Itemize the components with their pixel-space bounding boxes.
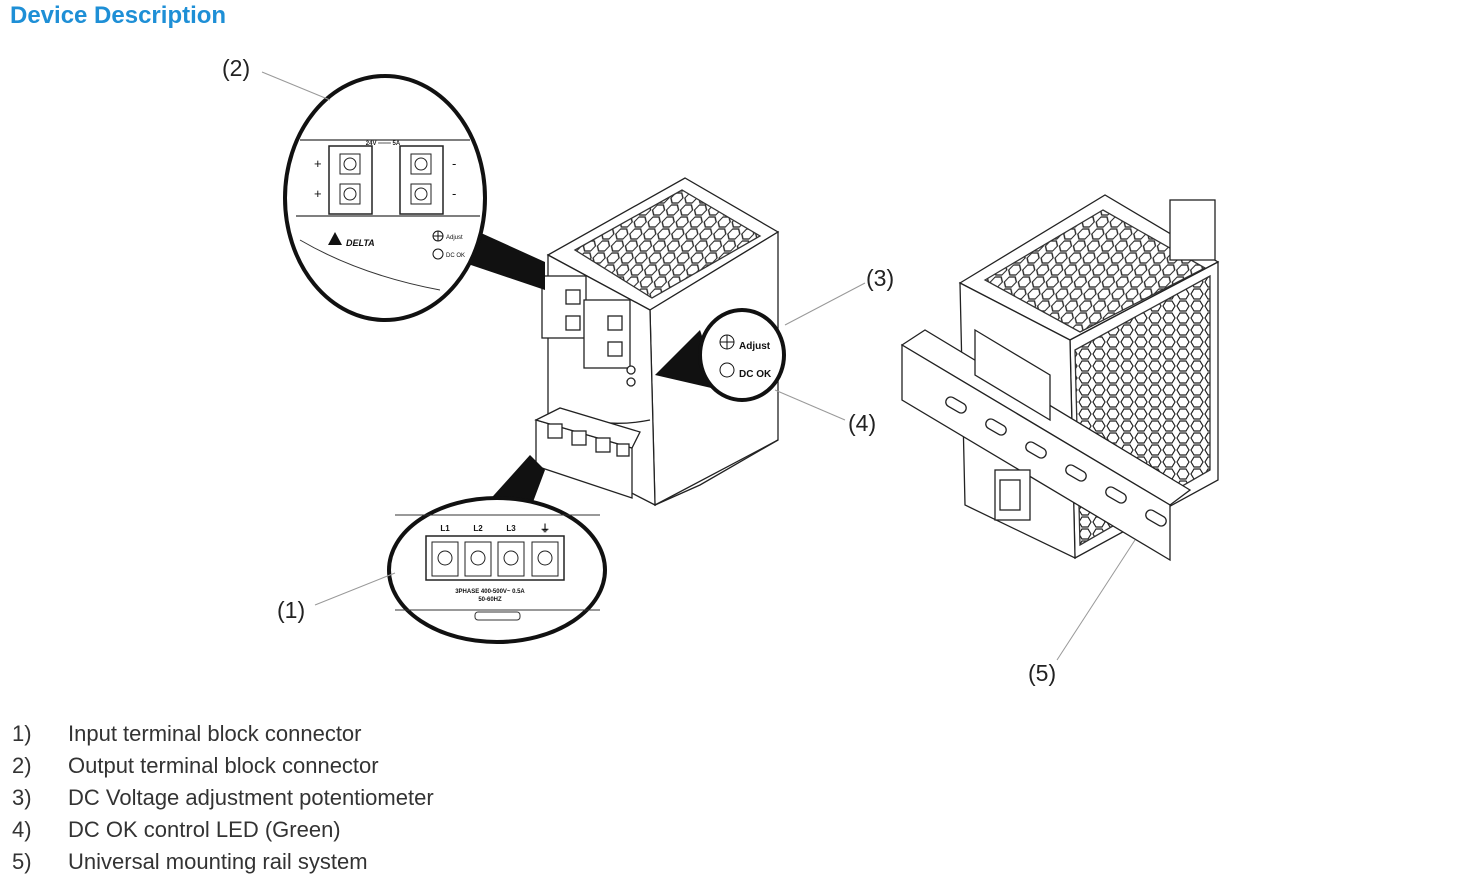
zoom-status: Adjust DC OK	[655, 308, 786, 402]
callout-3: (3)	[866, 265, 895, 291]
page-title: Device Description	[10, 2, 227, 29]
adjust-label: Adjust	[446, 235, 463, 241]
delta-logo-icon	[328, 232, 342, 245]
legend-text: Output terminal block connector	[68, 753, 379, 778]
brand-logo: DELTA	[346, 238, 375, 248]
l1-label: L1	[440, 524, 450, 533]
zoom-output-terminals: 24V ═══ 5A + + - - DELTA Adjust DC OK	[283, 74, 545, 322]
component-legend: 1) Input terminal block connector 2) Outpu…	[12, 718, 434, 878]
legend-text: Universal mounting rail system	[68, 849, 368, 874]
leader-lines	[261, 71, 1136, 661]
l3-label: L3	[506, 524, 516, 533]
legend-number: 4)	[12, 817, 32, 842]
legend-text: Input terminal block connector	[68, 721, 362, 746]
plus-sign: +	[314, 186, 322, 201]
legend-number: 3)	[12, 785, 32, 810]
legend-item: 1) Input terminal block connector	[12, 718, 434, 750]
adjust-label: Adjust	[739, 341, 771, 352]
led-icon	[719, 362, 735, 378]
input-spec-line1: 3PHASE 400-500V~ 0.5A	[455, 589, 525, 595]
dcok-label: DC OK	[446, 253, 465, 259]
rear-device	[900, 194, 1220, 562]
plus-sign: +	[314, 156, 322, 171]
zoom-input-terminals: L1 L2 L3 ⏚ 3PHASE 400-500V~ 0.5A 50-60HZ	[387, 455, 607, 644]
callout-2: (2)	[222, 55, 251, 81]
legend-item: 2) Output terminal block connector	[12, 750, 434, 782]
input-spec-line2: 50-60HZ	[478, 597, 502, 603]
callout-1: (1)	[277, 597, 306, 623]
callout-5: (5)	[1028, 660, 1057, 686]
legend-item: 4) DC OK control LED (Green)	[12, 814, 434, 846]
led-icon	[432, 248, 444, 260]
legend-text: DC Voltage adjustment potentiometer	[68, 785, 434, 810]
legend-number: 5)	[12, 849, 32, 874]
minus-sign: -	[452, 156, 456, 171]
device-illustration: 24V ═══ 5A + + - - DELTA Adjust DC OK Ad…	[261, 71, 1220, 661]
legend-number: 1)	[12, 721, 32, 746]
callout-4: (4)	[848, 410, 877, 436]
legend-item: 5) Universal mounting rail system	[12, 846, 434, 878]
legend-number: 2)	[12, 753, 32, 778]
minus-sign: -	[452, 186, 456, 201]
output-rating-label: 24V ═══ 5A	[366, 141, 401, 147]
front-device	[534, 177, 780, 507]
legend-item: 3) DC Voltage adjustment potentiometer	[12, 782, 434, 814]
ground-symbol: ⏚	[540, 523, 550, 535]
dcok-label: DC OK	[739, 369, 772, 380]
l2-label: L2	[473, 524, 483, 533]
legend-text: DC OK control LED (Green)	[68, 817, 341, 842]
